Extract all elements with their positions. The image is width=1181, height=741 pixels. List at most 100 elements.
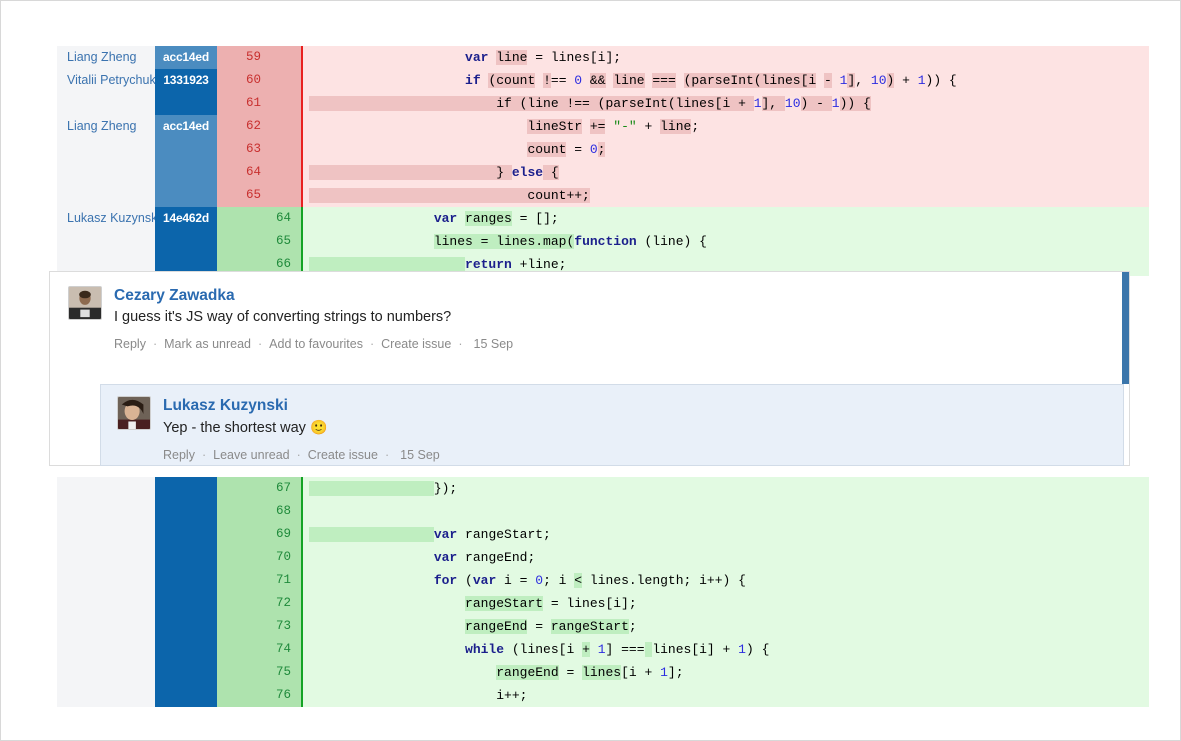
comment-text: Yep - the shortest way 🙂: [163, 417, 1105, 438]
blame-commit-hash: [155, 546, 217, 569]
line-number[interactable]: 74: [217, 638, 303, 661]
diff-row: 61 if (line !== (parseInt(lines[i + 1], …: [57, 92, 1149, 115]
avatar: [117, 396, 151, 430]
avatar: [68, 286, 102, 320]
line-number[interactable]: 69: [217, 523, 303, 546]
code-line[interactable]: });: [303, 477, 1149, 500]
blame-author: [57, 230, 155, 253]
diff-row: 74 while (lines[i + 1] === lines[i] + 1)…: [57, 638, 1149, 661]
blame-author[interactable]: Liang Zheng: [57, 46, 155, 69]
code-line[interactable]: while (lines[i + 1] === lines[i] + 1) {: [303, 638, 1149, 661]
code-line[interactable]: var rangeEnd;: [303, 546, 1149, 569]
comment-card: Cezary Zawadka I guess it's JS way of co…: [49, 271, 1130, 466]
code-line[interactable]: rangeEnd = rangeStart;: [303, 615, 1149, 638]
code-line[interactable]: } else {: [303, 161, 1149, 184]
action-mark-as-unread[interactable]: Mark as unread: [164, 337, 251, 351]
line-number[interactable]: 60: [217, 69, 303, 92]
blame-author[interactable]: Liang Zheng: [57, 115, 155, 138]
blame-author: [57, 546, 155, 569]
code-line[interactable]: rangeStart = lines[i];: [303, 592, 1149, 615]
blame-commit-hash: [155, 684, 217, 707]
code-line[interactable]: if (count !== 0 && line === (parseInt(li…: [303, 69, 1149, 92]
blame-commit-hash[interactable]: 14e462d: [155, 207, 217, 230]
code-line[interactable]: if (line !== (parseInt(lines[i + 1], 10)…: [303, 92, 1149, 115]
diff-row: 65 lines = lines.map(function (line) {: [57, 230, 1149, 253]
code-line[interactable]: count++;: [303, 184, 1149, 207]
diff-row: 72 rangeStart = lines[i];: [57, 592, 1149, 615]
line-number[interactable]: 70: [217, 546, 303, 569]
action-leave-unread[interactable]: Leave unread: [213, 448, 290, 462]
diff-row: 67 });: [57, 477, 1149, 500]
blame-commit-hash: [155, 253, 217, 276]
blame-author: [57, 523, 155, 546]
line-number[interactable]: 72: [217, 592, 303, 615]
line-number[interactable]: 62: [217, 115, 303, 138]
action-separator: ·: [384, 448, 390, 462]
blame-commit-hash: [155, 523, 217, 546]
code-line[interactable]: rangeEnd = lines[i + 1];: [303, 661, 1149, 684]
line-number[interactable]: 63: [217, 138, 303, 161]
code-line[interactable]: lineStr += "-" + line;: [303, 115, 1149, 138]
comment-actions: Reply · Mark as unread · Add to favourit…: [114, 336, 1111, 352]
line-number[interactable]: 65: [217, 230, 303, 253]
code-line[interactable]: return +line;: [303, 253, 1149, 276]
diff-row: 65 count++;: [57, 184, 1149, 207]
blame-author[interactable]: Lukasz Kuzynski: [57, 207, 155, 230]
line-number[interactable]: 67: [217, 477, 303, 500]
diff-row: 75 rangeEnd = lines[i + 1];: [57, 661, 1149, 684]
code-line[interactable]: var rangeStart;: [303, 523, 1149, 546]
blame-commit-hash[interactable]: acc14ed: [155, 46, 217, 69]
unread-indicator-bar: [1122, 272, 1129, 384]
action-reply[interactable]: Reply: [114, 337, 146, 351]
action-separator: ·: [296, 448, 301, 462]
line-number[interactable]: 65: [217, 184, 303, 207]
action-reply[interactable]: Reply: [163, 448, 195, 462]
blame-author: [57, 161, 155, 184]
diff-row: 66 return +line;: [57, 253, 1149, 276]
smiley-emoji-icon: 🙂: [309, 419, 328, 435]
blame-author: [57, 184, 155, 207]
line-number[interactable]: 76: [217, 684, 303, 707]
action-create-issue[interactable]: Create issue: [307, 448, 378, 462]
comment-text-body: Yep - the shortest way: [163, 420, 310, 436]
blame-commit-hash[interactable]: 1331923: [155, 69, 217, 92]
blame-author: [57, 138, 155, 161]
comment-reply: Lukasz Kuzynski Yep - the shortest way 🙂…: [100, 384, 1124, 466]
comment-text: I guess it's JS way of converting string…: [114, 309, 452, 325]
comment-author[interactable]: Lukasz Kuzynski: [163, 397, 288, 414]
action-add-to-favourites[interactable]: Add to favourites: [269, 337, 363, 351]
line-number[interactable]: 59: [217, 46, 303, 69]
line-number[interactable]: 71: [217, 569, 303, 592]
code-line[interactable]: i++;: [303, 684, 1149, 707]
line-number[interactable]: 64: [217, 161, 303, 184]
line-number[interactable]: 61: [217, 92, 303, 115]
code-line[interactable]: count = 0;: [303, 138, 1149, 161]
blame-author[interactable]: Vitalii Petrychuk: [57, 69, 155, 92]
code-line[interactable]: var ranges = [];: [303, 207, 1149, 230]
line-number[interactable]: 75: [217, 661, 303, 684]
action-separator: ·: [369, 337, 375, 351]
code-line[interactable]: [303, 500, 1149, 523]
code-line[interactable]: var line = lines[i];: [303, 46, 1149, 69]
action-create-issue[interactable]: Create issue: [381, 337, 452, 351]
comment-date: 15 Sep: [400, 448, 440, 462]
blame-commit-hash: [155, 184, 217, 207]
comment-date: 15 Sep: [473, 337, 514, 351]
line-number[interactable]: 73: [217, 615, 303, 638]
blame-author: [57, 684, 155, 707]
blame-author: [57, 638, 155, 661]
comment-author[interactable]: Cezary Zawadka: [114, 287, 235, 304]
line-number[interactable]: 68: [217, 500, 303, 523]
code-line[interactable]: lines = lines.map(function (line) {: [303, 230, 1149, 253]
line-number[interactable]: 66: [217, 253, 303, 276]
blame-author: [57, 569, 155, 592]
blame-commit-hash: [155, 615, 217, 638]
code-line[interactable]: for (var i = 0; i < lines.length; i++) {: [303, 569, 1149, 592]
line-number[interactable]: 64: [217, 207, 303, 230]
blame-commit-hash: [155, 569, 217, 592]
blame-commit-hash: [155, 92, 217, 115]
blame-commit-hash[interactable]: acc14ed: [155, 115, 217, 138]
